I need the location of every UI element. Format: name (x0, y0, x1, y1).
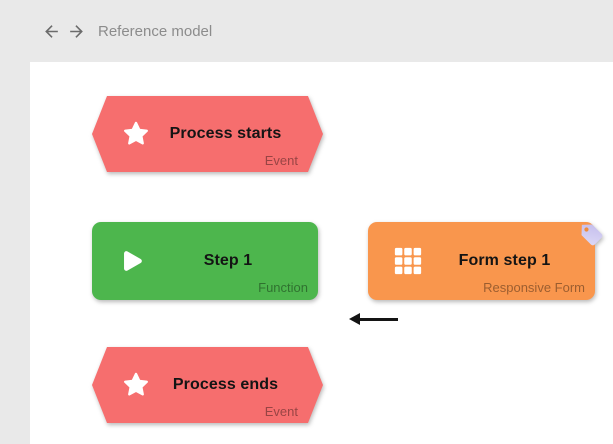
star-icon (120, 369, 152, 401)
node-label: Form step 1 (458, 252, 551, 269)
connector-form-to-step1[interactable] (358, 318, 398, 321)
tag-icon (572, 215, 608, 251)
node-label: Process starts (169, 125, 282, 142)
model-header: Reference model (0, 0, 613, 62)
node-label: Step 1 (203, 252, 253, 269)
node-type-label: Function (258, 280, 308, 295)
node-step-1[interactable]: Step 1 Function (92, 222, 318, 300)
node-process-ends[interactable]: Process ends Event (92, 347, 323, 423)
model-title: Reference model (98, 23, 213, 40)
star-icon (120, 118, 152, 150)
node-type-label: Event (264, 153, 298, 168)
node-form-step-1[interactable]: Form step 1 Responsive Form (368, 222, 603, 300)
play-icon (116, 245, 148, 277)
node-type-label: Event (264, 404, 298, 419)
forward-arrow-icon[interactable] (67, 22, 86, 41)
arrowhead-left-icon (349, 313, 360, 325)
node-process-starts[interactable]: Process starts Event (92, 96, 323, 172)
back-arrow-icon[interactable] (42, 22, 61, 41)
node-type-label: Responsive Form (483, 280, 585, 295)
grid-icon (392, 245, 424, 277)
node-label: Process ends (172, 376, 279, 393)
diagram-canvas[interactable]: Process starts Event Step 1 Function (30, 62, 613, 444)
